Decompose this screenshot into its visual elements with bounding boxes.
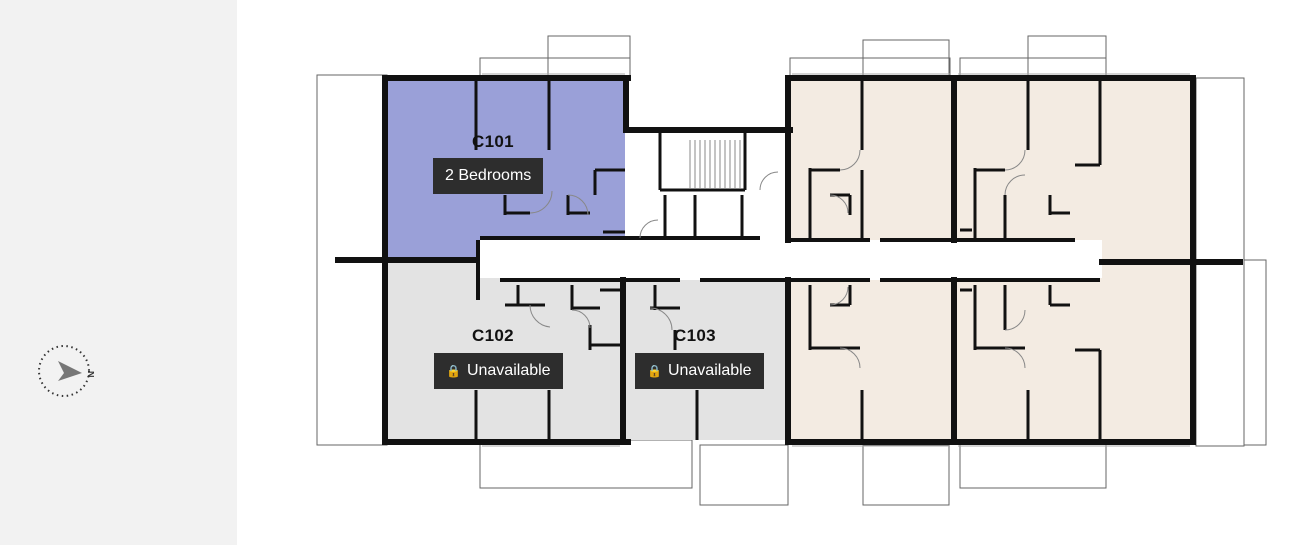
unit-other-ne2[interactable] [956, 78, 1196, 240]
unit-c102-label[interactable]: C102 [472, 326, 514, 345]
compass-icon: N [38, 345, 94, 397]
unit-c103-label[interactable]: C103 [674, 326, 716, 345]
lock-icon: 🔒 [647, 364, 662, 378]
unit-c102-tag[interactable]: 🔒 Unavailable [434, 353, 563, 389]
unit-other-se1[interactable] [790, 280, 956, 440]
side-panel [0, 0, 237, 545]
lock-icon: 🔒 [446, 364, 461, 378]
unit-c103-tag-text: Unavailable [667, 362, 752, 379]
unit-c101-tag-text: 2 Bedrooms [445, 167, 532, 184]
unit-c102-tag-text: Unavailable [466, 362, 551, 379]
unit-c102[interactable] [387, 262, 623, 440]
unit-c103-tag[interactable]: 🔒 Unavailable [635, 353, 764, 389]
unit-c101-label[interactable]: C101 [472, 132, 514, 151]
unit-other-ne1[interactable] [790, 78, 956, 240]
unit-c101-tag[interactable]: 2 Bedrooms [433, 158, 544, 194]
compass-north-label: N [86, 371, 94, 378]
